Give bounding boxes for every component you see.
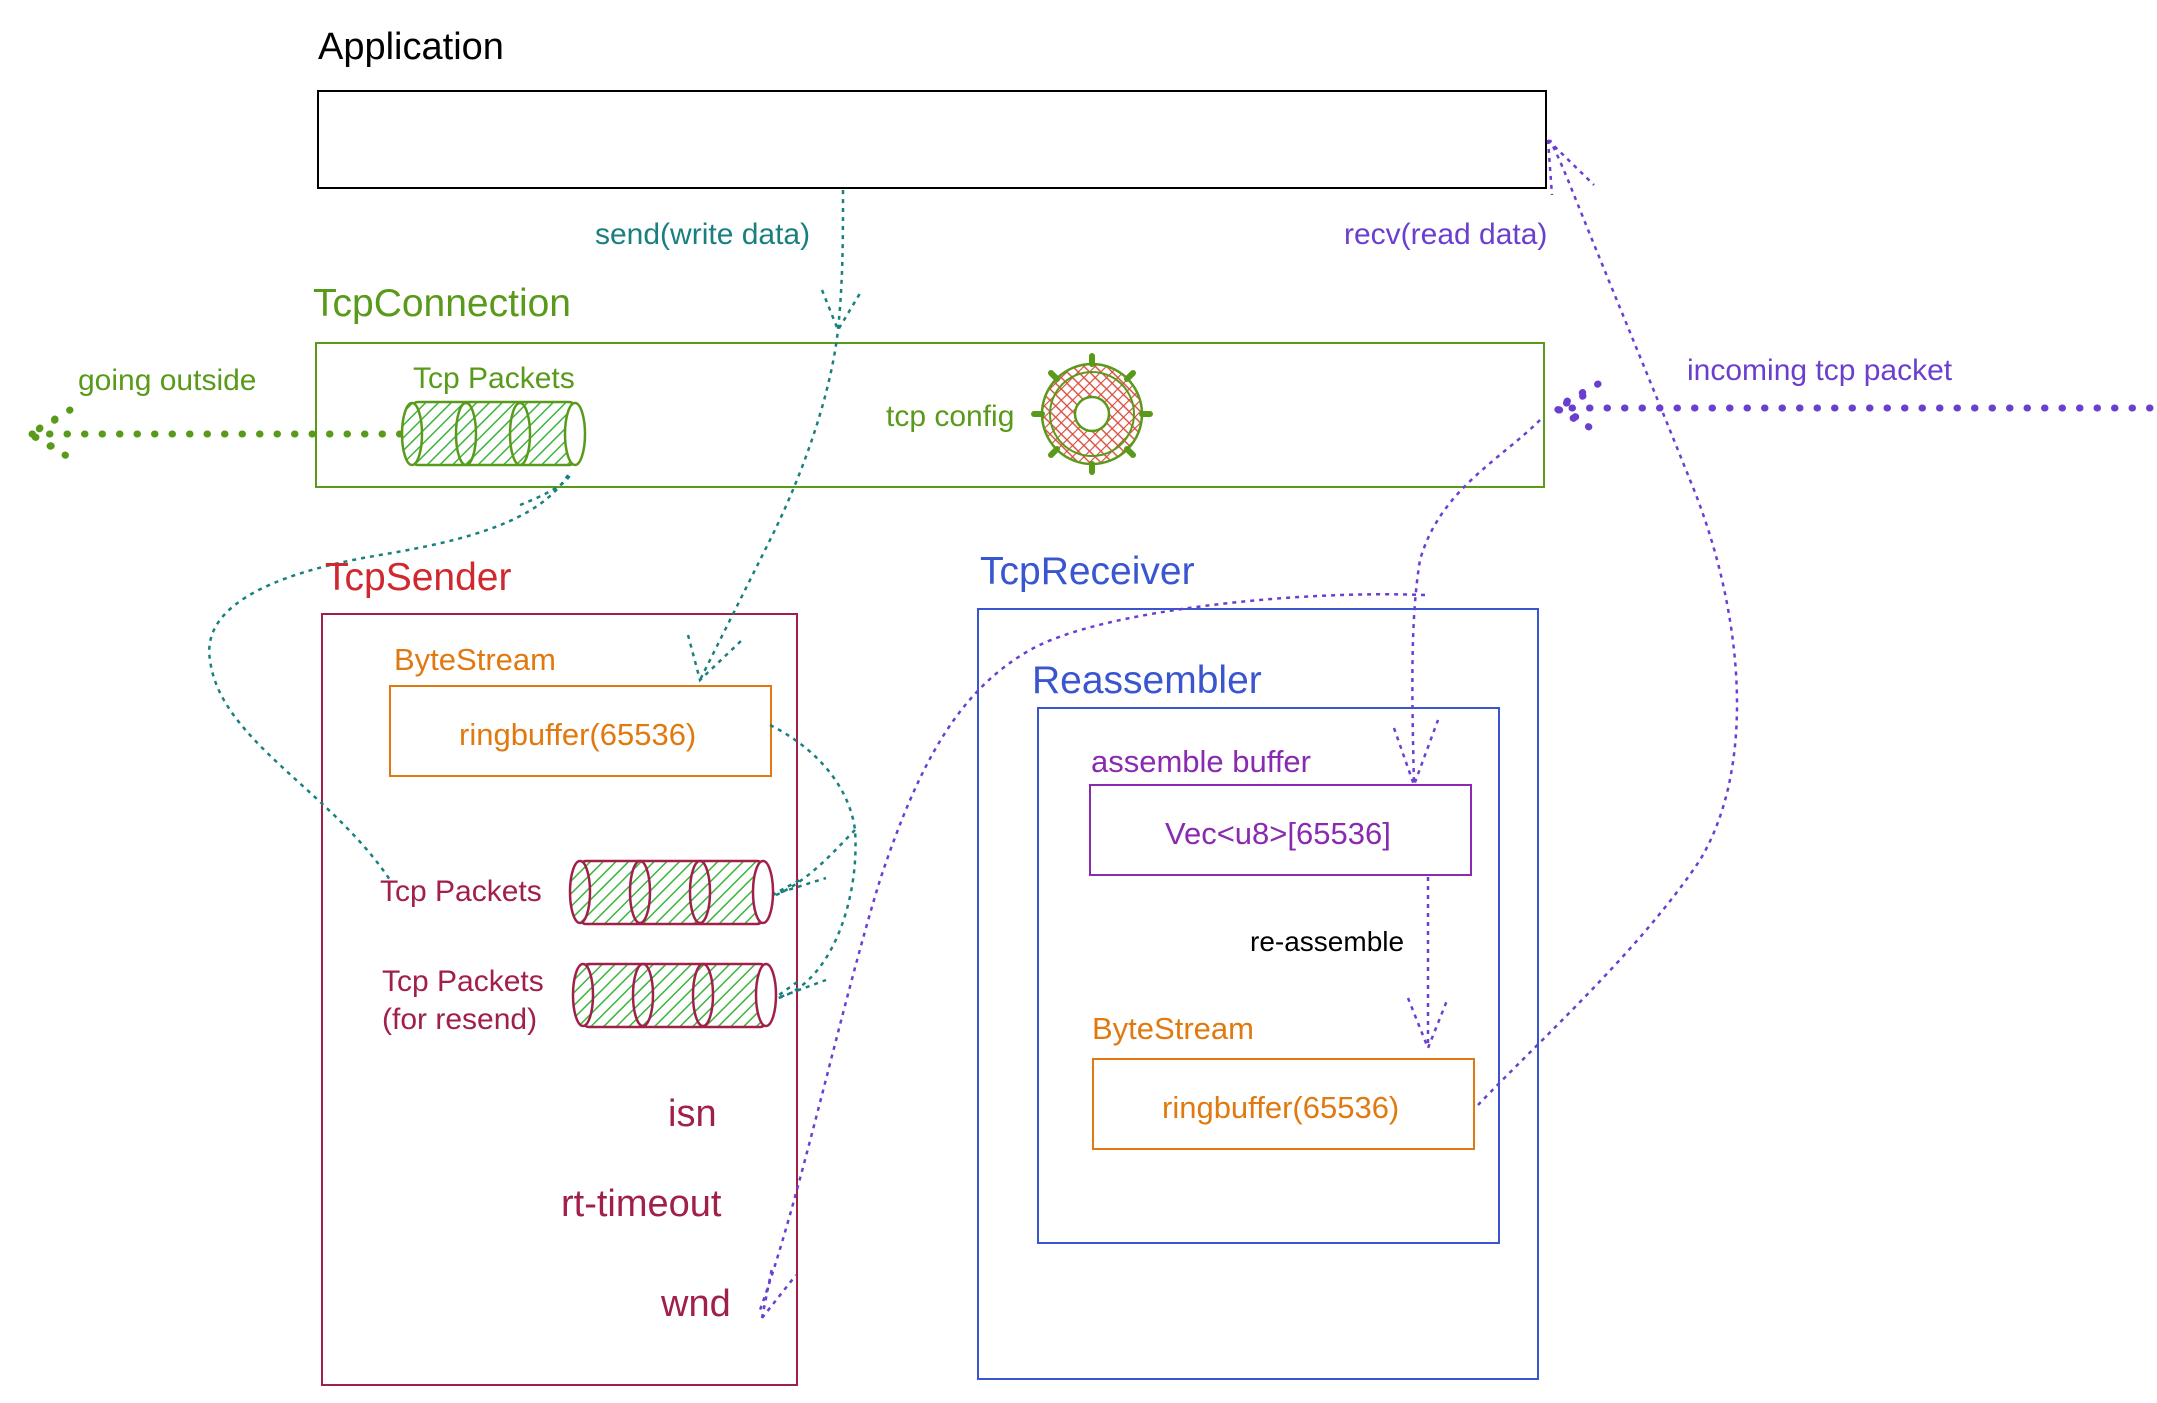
application-box <box>317 90 1547 189</box>
ringbuffer-to-packets-arrow <box>769 723 857 1002</box>
tcp-connection-title: TcpConnection <box>313 282 571 325</box>
vec-buffer-box <box>1089 784 1472 876</box>
receiver-ringbuffer-box <box>1092 1058 1475 1150</box>
assemble-buffer-label: assemble buffer <box>1091 744 1311 779</box>
sender-field-isn: isn <box>668 1093 717 1135</box>
connection-to-sender-arrow <box>208 474 572 881</box>
send-label: send(write data) <box>595 218 811 251</box>
receiver-bytestream-label: ByteStream <box>1092 1011 1254 1046</box>
tcp-sender-box <box>321 613 798 1386</box>
tcp-config-label: tcp config <box>886 400 1015 433</box>
sender-packets-icon <box>568 859 775 926</box>
reassembler-box <box>1037 707 1500 1244</box>
sender-packets-label: Tcp Packets <box>380 875 542 908</box>
recv-arrow <box>1477 139 1739 1106</box>
application-title: Application <box>318 26 504 68</box>
receiver-ringbuffer-label: ringbuffer(65536) <box>1162 1090 1400 1125</box>
sender-resend-label-line1: Tcp Packets <box>382 965 544 998</box>
going-outside-arrow <box>22 406 404 462</box>
gear-icon <box>1031 353 1153 475</box>
reassembler-title: Reassembler <box>1032 659 1262 702</box>
tcp-receiver-box <box>977 608 1539 1380</box>
sender-resend-label-line2: (for resend) <box>382 1003 538 1036</box>
sender-field-rt-timeout: rt-timeout <box>561 1183 722 1225</box>
incoming-to-reassembler-arrow <box>1392 419 1541 789</box>
going-outside-label: going outside <box>78 364 257 397</box>
sender-bytestream-label: ByteStream <box>394 642 556 677</box>
connection-packets-icon <box>400 400 587 467</box>
sender-ringbuffer-box <box>389 685 772 777</box>
reassemble-label: re-assemble <box>1250 926 1405 957</box>
connection-packets-label: Tcp Packets <box>413 362 575 395</box>
sender-ringbuffer-label: ringbuffer(65536) <box>459 717 697 752</box>
vec-buffer-label: Vec<u8>[65536] <box>1165 816 1391 851</box>
tcp-sender-title: TcpSender <box>325 556 512 599</box>
reassemble-arrow <box>1406 877 1450 1052</box>
send-arrow <box>686 189 864 683</box>
wnd-feedback-arrow <box>758 592 1426 1319</box>
recv-label: recv(read data) <box>1344 218 1548 251</box>
tcp-connection-box <box>315 342 1545 488</box>
sender-field-wnd: wnd <box>661 1283 731 1325</box>
incoming-packet-label: incoming tcp packet <box>1687 354 1953 387</box>
incoming-packet-arrow <box>1546 380 2154 436</box>
tcp-receiver-title: TcpReceiver <box>980 550 1195 593</box>
sender-resend-packets-icon <box>571 962 778 1029</box>
